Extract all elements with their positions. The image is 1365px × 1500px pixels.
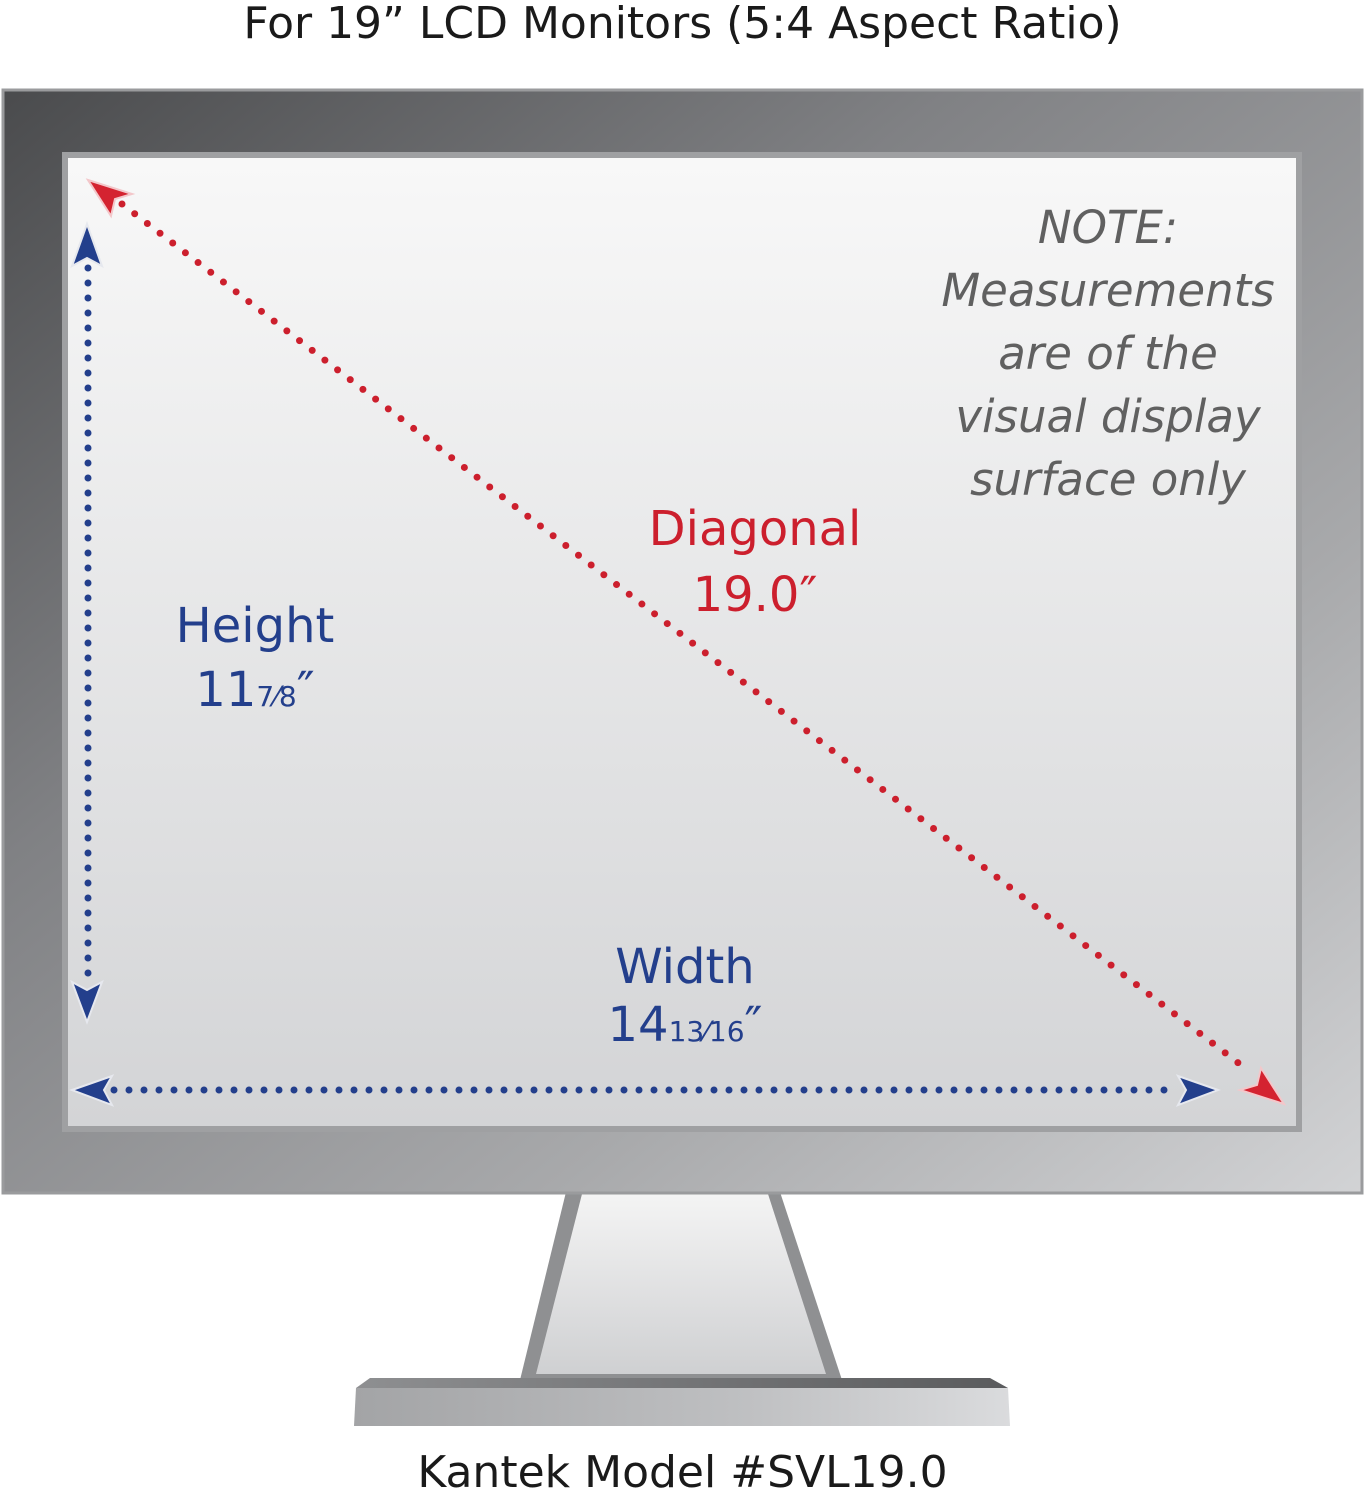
- arrow-down-right-icon: [1236, 1065, 1287, 1106]
- arrow-down-icon: [70, 979, 104, 1025]
- height-measure-line: [70, 221, 104, 1025]
- height-unit: ″: [296, 662, 315, 718]
- model-caption: Kantek Model #SVL19.0: [417, 1447, 948, 1498]
- width-fraction: 13⁄16: [668, 1015, 745, 1048]
- arrow-right-icon: [1175, 1074, 1221, 1107]
- width-whole: 14: [607, 997, 669, 1053]
- measurement-note: NOTE: Measurements are of the visual dis…: [930, 196, 1286, 511]
- page-title: For 19” LCD Monitors (5:4 Aspect Ratio): [243, 0, 1122, 49]
- arrow-up-icon: [70, 221, 104, 269]
- height-fraction: 7⁄8: [256, 680, 297, 713]
- diagonal-value: 19.0″: [692, 567, 818, 623]
- arrow-left-icon: [69, 1074, 115, 1107]
- arrow-up-left-icon: [85, 178, 136, 219]
- width-measure-line: [69, 1074, 1221, 1107]
- width-value: 1413⁄16″: [570, 996, 800, 1061]
- note-line: are of the: [998, 327, 1218, 380]
- width-unit: ″: [744, 997, 763, 1053]
- diagonal-label: Diagonal 19.0″: [620, 496, 890, 628]
- height-label: Height 117⁄8″: [140, 594, 370, 729]
- height-whole: 11: [195, 662, 257, 718]
- note-line: NOTE:: [1037, 201, 1179, 254]
- height-title: Height: [175, 598, 335, 654]
- monitor-stand-neck: [520, 1192, 842, 1380]
- note-line: visual display: [955, 390, 1261, 443]
- width-label: Width 1413⁄16″: [570, 938, 800, 1061]
- diagonal-title: Diagonal: [648, 501, 862, 557]
- height-value: 117⁄8″: [140, 658, 370, 729]
- note-line: surface only: [970, 453, 1246, 506]
- note-line: Measurements: [941, 264, 1275, 317]
- monitor-base: [354, 1378, 1010, 1426]
- diagonal-measure-line: [85, 178, 1287, 1106]
- width-title: Width: [615, 939, 755, 995]
